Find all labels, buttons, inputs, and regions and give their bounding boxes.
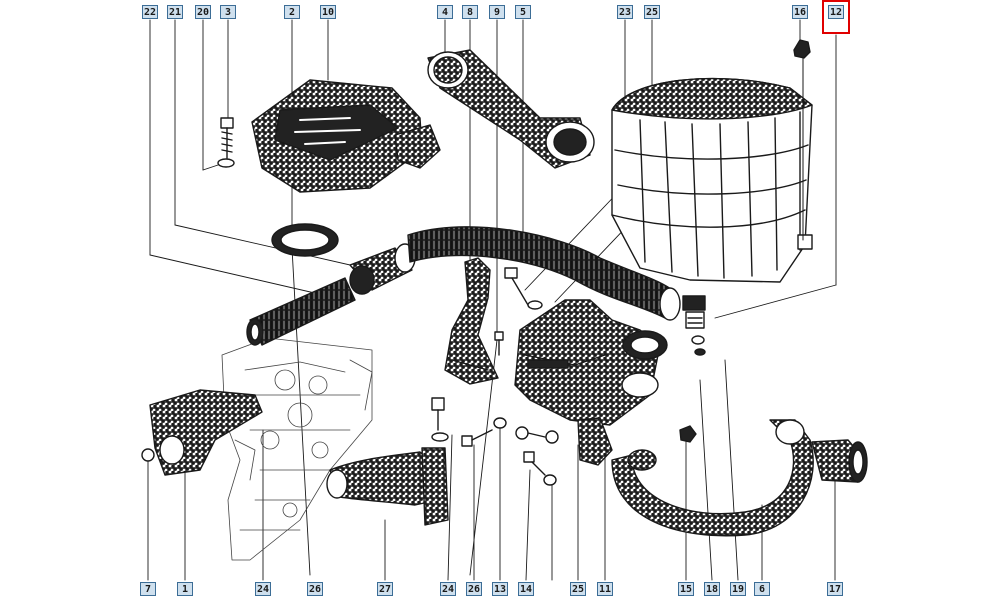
callout-7: 7: [140, 582, 156, 596]
callout-13: 13: [492, 582, 508, 596]
callout-23: 23: [617, 5, 633, 19]
callout-20: 20: [195, 5, 211, 19]
bolt-9: [504, 267, 543, 310]
nut-15: [679, 425, 697, 443]
corrugated-hose-22: [246, 277, 356, 346]
callout-8: 8: [462, 5, 478, 19]
air-filter-cover: [251, 79, 441, 193]
elbow-duct-27: [326, 447, 449, 526]
bolt-14: [523, 451, 557, 486]
washer-19: [694, 348, 706, 356]
callout-22: 22: [142, 5, 158, 19]
clamp-25: [577, 417, 613, 466]
bolt-26: [461, 417, 507, 447]
bolt-24: [431, 397, 449, 442]
engine-block-outline: [221, 337, 373, 561]
bolt-3: [220, 117, 234, 159]
callout-24-left: 24: [255, 582, 271, 596]
bolt-13: [515, 426, 559, 444]
callout-25: 25: [644, 5, 660, 19]
intake-adapter-1: [141, 389, 263, 476]
callout-26-left: 26: [307, 582, 323, 596]
callout-3: 3: [220, 5, 236, 19]
hose-6: [611, 419, 814, 537]
bracket-8: [444, 257, 504, 385]
connector-17: [811, 439, 868, 483]
highlight-box-12: [822, 0, 850, 34]
washer-20: [217, 158, 235, 168]
nut-16: [793, 39, 811, 241]
callout-18: 18: [704, 582, 720, 596]
sleeve-21: [349, 243, 416, 295]
callout-2: 2: [284, 5, 300, 19]
rubber-mount-12: [682, 295, 706, 329]
callout-4: 4: [437, 5, 453, 19]
callout-26-right: 26: [466, 582, 482, 596]
callout-9: 9: [489, 5, 505, 19]
callout-1: 1: [177, 582, 193, 596]
callout-6: 6: [754, 582, 770, 596]
intake-tube-4: [427, 49, 595, 169]
callout-24-right: 24: [440, 582, 456, 596]
callout-21: 21: [167, 5, 183, 19]
callout-25-bottom: 25: [570, 582, 586, 596]
callout-19: 19: [730, 582, 746, 596]
callout-15: 15: [678, 582, 694, 596]
callout-5: 5: [515, 5, 531, 19]
air-filter-housing-23: [611, 77, 813, 283]
callout-12: 12: [828, 5, 844, 19]
callout-11: 11: [597, 582, 613, 596]
corrugated-hose-5: [407, 226, 681, 321]
callout-27: 27: [377, 582, 393, 596]
callout-16: 16: [792, 5, 808, 19]
callout-10: 10: [320, 5, 336, 19]
washer-18: [691, 335, 705, 345]
callout-14: 14: [518, 582, 534, 596]
gasket-2: [271, 223, 339, 257]
support-bracket-11: [514, 299, 668, 426]
callout-17: 17: [827, 582, 843, 596]
